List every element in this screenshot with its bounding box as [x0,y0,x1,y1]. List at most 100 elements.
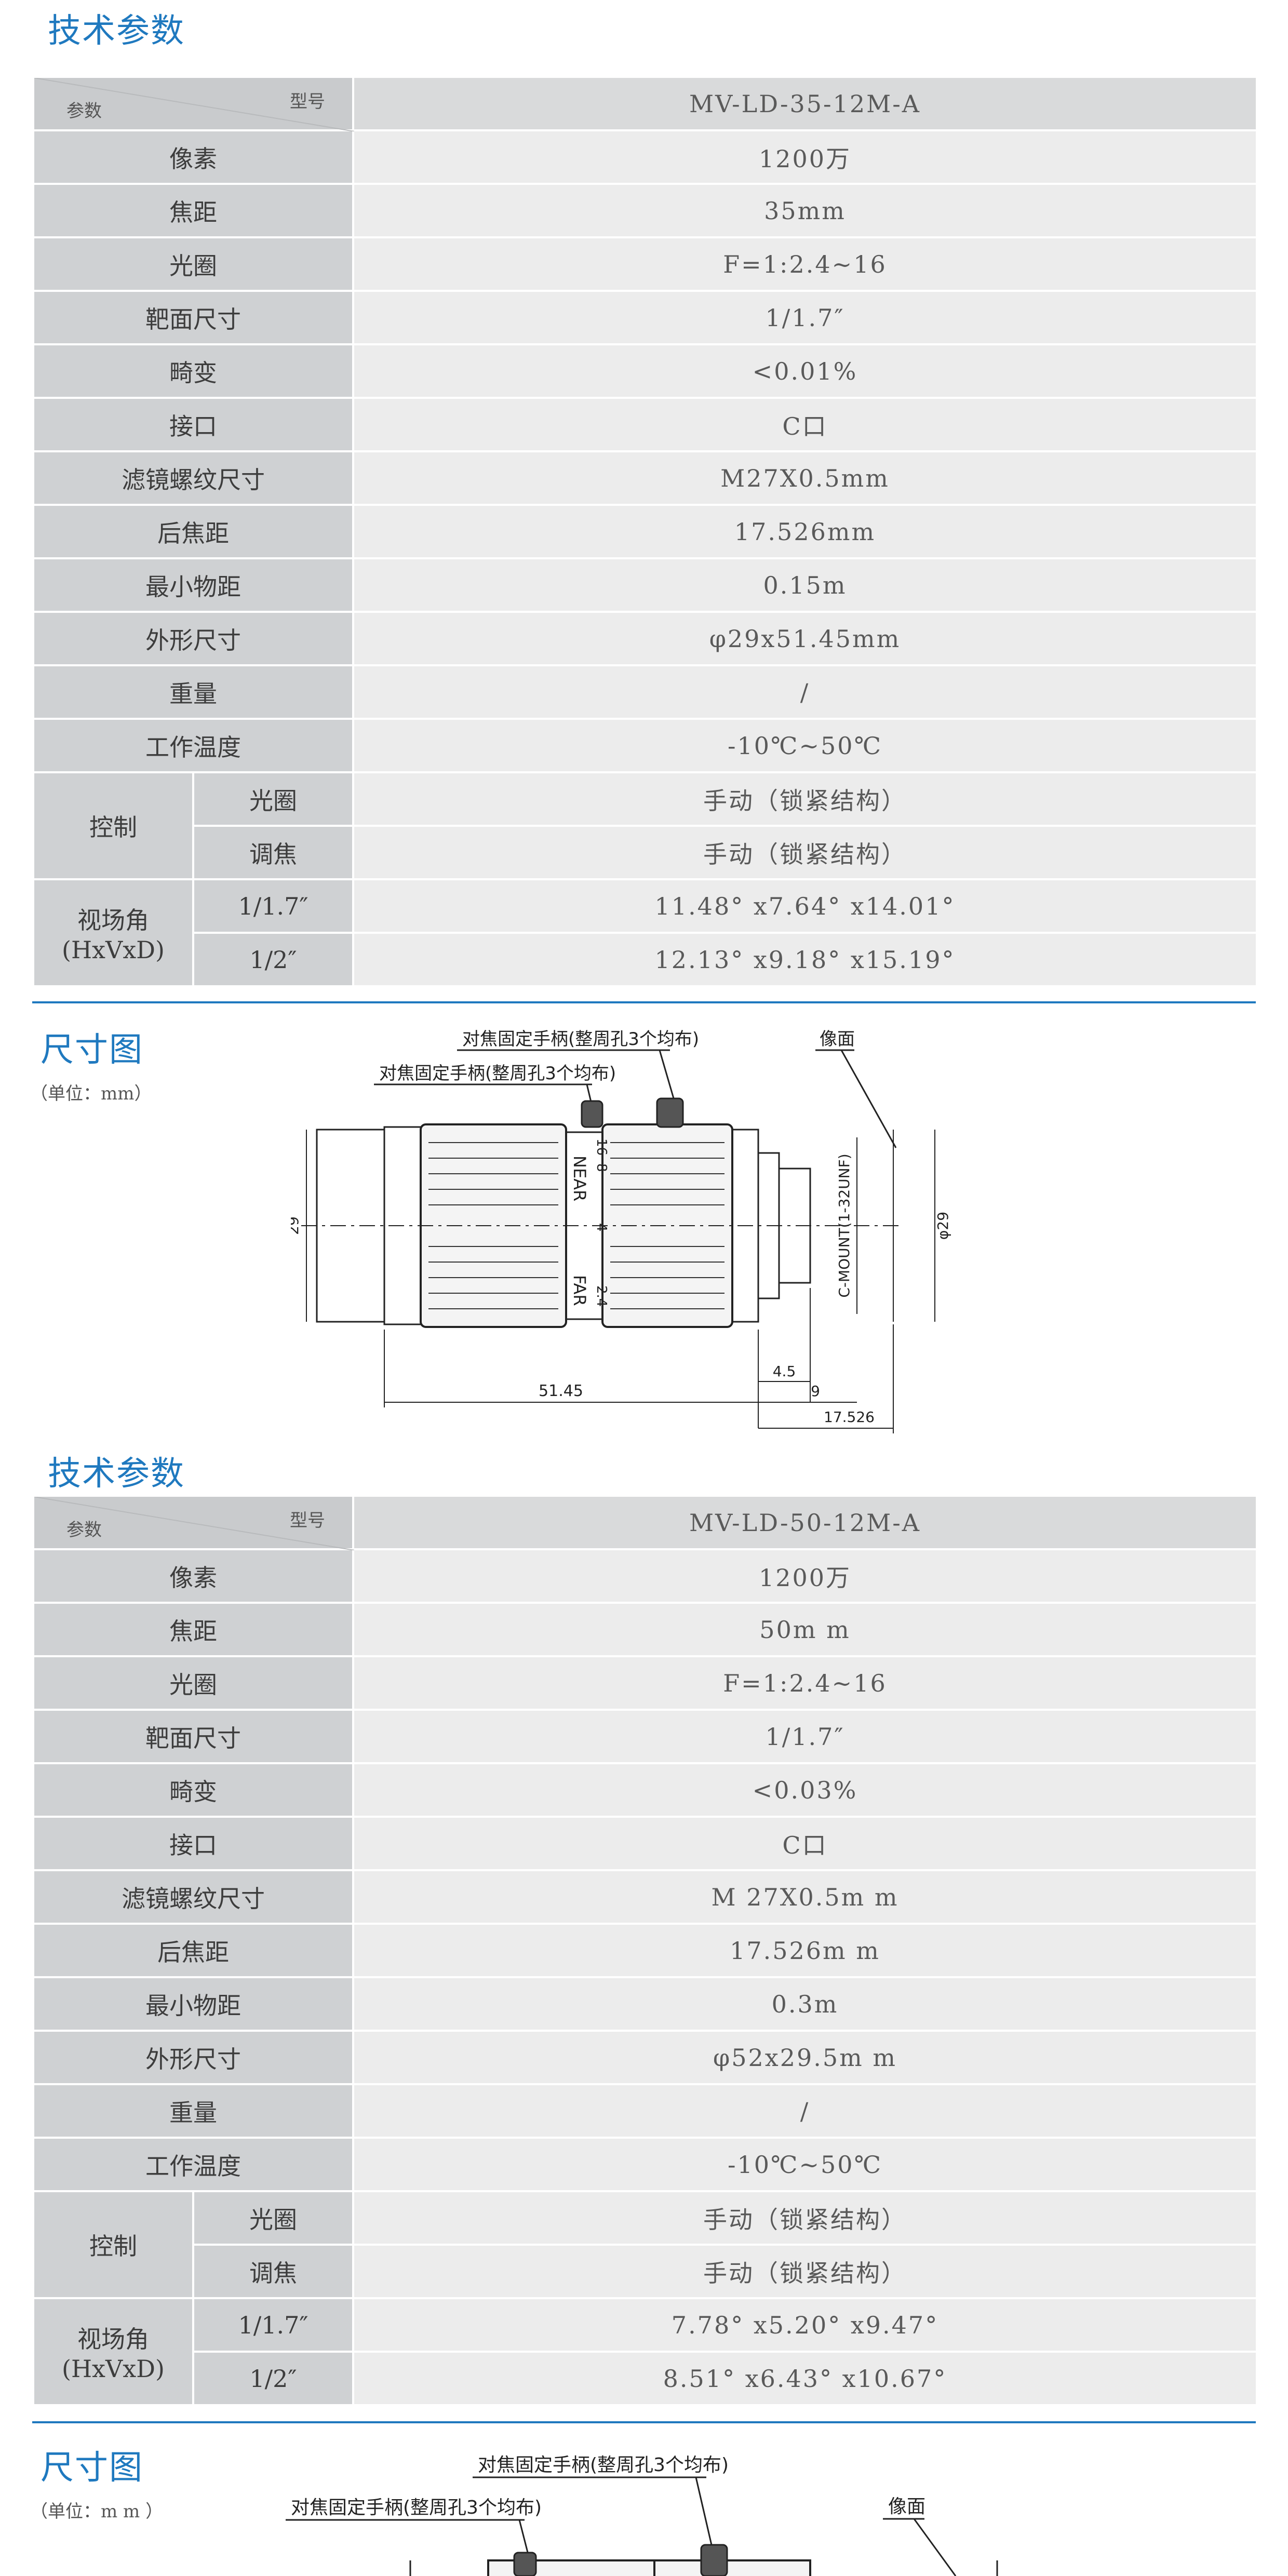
callout-top: 对焦固定手柄(整周孔3个均布) [478,2454,729,2476]
row-label: 焦距 [32,1602,354,1657]
row-label: 像素 [32,1548,354,1604]
row-label: 靶面尺寸 [32,290,354,345]
dim-a-label: 4.5 [773,1363,796,1380]
drawing-title: 尺寸图 [41,2449,143,2487]
fov-label-cell: 视场角 (HxVxD) [32,878,194,987]
section-title: 技术参数 [48,1455,185,1493]
row-value: F=1:2.4~16 [352,1655,1258,1711]
table-header-row: 型号 参数 MV-LD-35-12M-A [32,76,1258,131]
table-row: 工作温度-10℃~50℃ [32,718,1258,773]
section-divider [32,2421,1256,2423]
row-label: 最小物距 [32,557,354,613]
lens-dimension-drawing: 对焦固定手柄(整周孔3个均布) 对焦固定手柄(整周孔3个均布) 像面 NEAR … [291,1029,951,1433]
row-label: 畸变 [32,343,354,399]
scale-mark: 2.4 [594,1285,609,1307]
row-label: 光圈 [32,1655,354,1711]
focus-knob-icon [513,2552,537,2576]
dim-length-label: 51.45 [539,1382,583,1400]
fov-sensor-label: 1/2″ [192,932,354,987]
row-label: 重量 [32,664,354,720]
row-label: 后焦距 [32,504,354,559]
focus-label: 调焦 [192,825,354,880]
iris-value: 手动（锁紧结构） [352,771,1258,827]
drawing-unit: （单位：mm） [30,1083,152,1104]
table-row: 调焦 手动（锁紧结构） [33,825,1258,880]
row-label: 像素 [32,129,354,185]
fov-value: 7.78° x5.20° x9.47° [352,2297,1258,2353]
callout-second: 对焦固定手柄(整周孔3个均布) [379,1063,616,1084]
model-label: 型号 [290,1510,325,1531]
fov-label: 视场角 [77,906,149,934]
row-value: φ52x29.5m m [352,2030,1258,2085]
fov-value: 8.51° x6.43° x10.67° [352,2351,1258,2406]
row-value: 0.15m [352,557,1258,613]
row-value: M27X0.5mm [352,450,1258,506]
scale-mark: 16 [594,1138,609,1156]
row-value: 17.526m m [352,1923,1258,1978]
section-divider [32,1001,1256,1003]
section-title: 技术参数 [48,12,185,50]
table-row: 调焦 手动（锁紧结构） [33,2244,1258,2299]
focus-knob-icon [581,1100,603,1128]
diagonal-line [34,1497,354,1550]
fov-label: 视场角 [77,2325,149,2353]
callout-top: 对焦固定手柄(整周孔3个均布) [462,1029,699,1050]
row-label: 接口 [32,397,354,452]
model-label: 型号 [290,91,325,112]
row-label: 光圈 [32,236,354,292]
table-row: 控制 光圈 手动（锁紧结构） [32,2190,1258,2299]
focus-value: 手动（锁紧结构） [352,825,1258,880]
image-plane-label: 像面 [888,2496,925,2517]
iris-label: 光圈 [192,2190,354,2246]
iris-label: 光圈 [192,771,354,827]
ring-far-label: FAR [570,1275,589,1306]
table-row: 畸变<0.01% [32,343,1258,399]
ring-near-label: NEAR [570,1156,589,1201]
scale-mark: 8 [594,1163,609,1172]
row-value: φ29x51.45mm [352,611,1258,666]
row-label: 外形尺寸 [32,611,354,666]
row-label: 外形尺寸 [32,2030,354,2085]
row-value: C口 [352,397,1258,452]
header-diagonal-cell: 型号 参数 [32,1495,354,1550]
model-value: MV-LD-50-12M-A [352,1495,1258,1550]
callout-second: 对焦固定手柄(整周孔3个均布) [291,2497,542,2518]
row-label: 靶面尺寸 [32,1709,354,1764]
row-value: 1200万 [352,1548,1258,1604]
control-label: 控制 [32,2190,194,2299]
table-row: 畸变<0.03% [32,1762,1258,1818]
focus-value: 手动（锁紧结构） [352,2244,1258,2299]
row-label: 后焦距 [32,1923,354,1978]
param-label: 参数 [66,1520,102,1540]
mount-label: C-MOUNT(1-32UNF) [836,1153,853,1297]
diameter-left-label: 29 [291,1216,302,1235]
row-label: 接口 [32,1816,354,1871]
row-value: C口 [352,1816,1258,1871]
row-label: 焦距 [32,183,354,238]
iris-value: 手动（锁紧结构） [352,2190,1258,2246]
dim-c-label: 17.526 [824,1408,875,1426]
dim-b-label: 9 [811,1383,820,1400]
row-value: 35mm [352,183,1258,238]
param-label: 参数 [66,101,102,122]
diameter-right-label: φ29 [934,1212,951,1240]
table-header-row: 型号 参数 MV-LD-50-12M-A [32,1495,1258,1550]
fov-label-cell: 视场角 (HxVxD) [32,2297,194,2406]
row-label: 最小物距 [32,1976,354,2032]
table-row: 控制 光圈 手动（锁紧结构） [32,771,1258,880]
row-value: F=1:2.4~16 [352,236,1258,292]
row-label: 滤镜螺纹尺寸 [32,1869,354,1925]
fov-sublabel: (HxVxD) [62,936,165,964]
lens-dimension-drawing: 对焦固定手柄(整周孔3个均布) 对焦固定手柄(整周孔3个均布) 像面 [286,2454,998,2576]
